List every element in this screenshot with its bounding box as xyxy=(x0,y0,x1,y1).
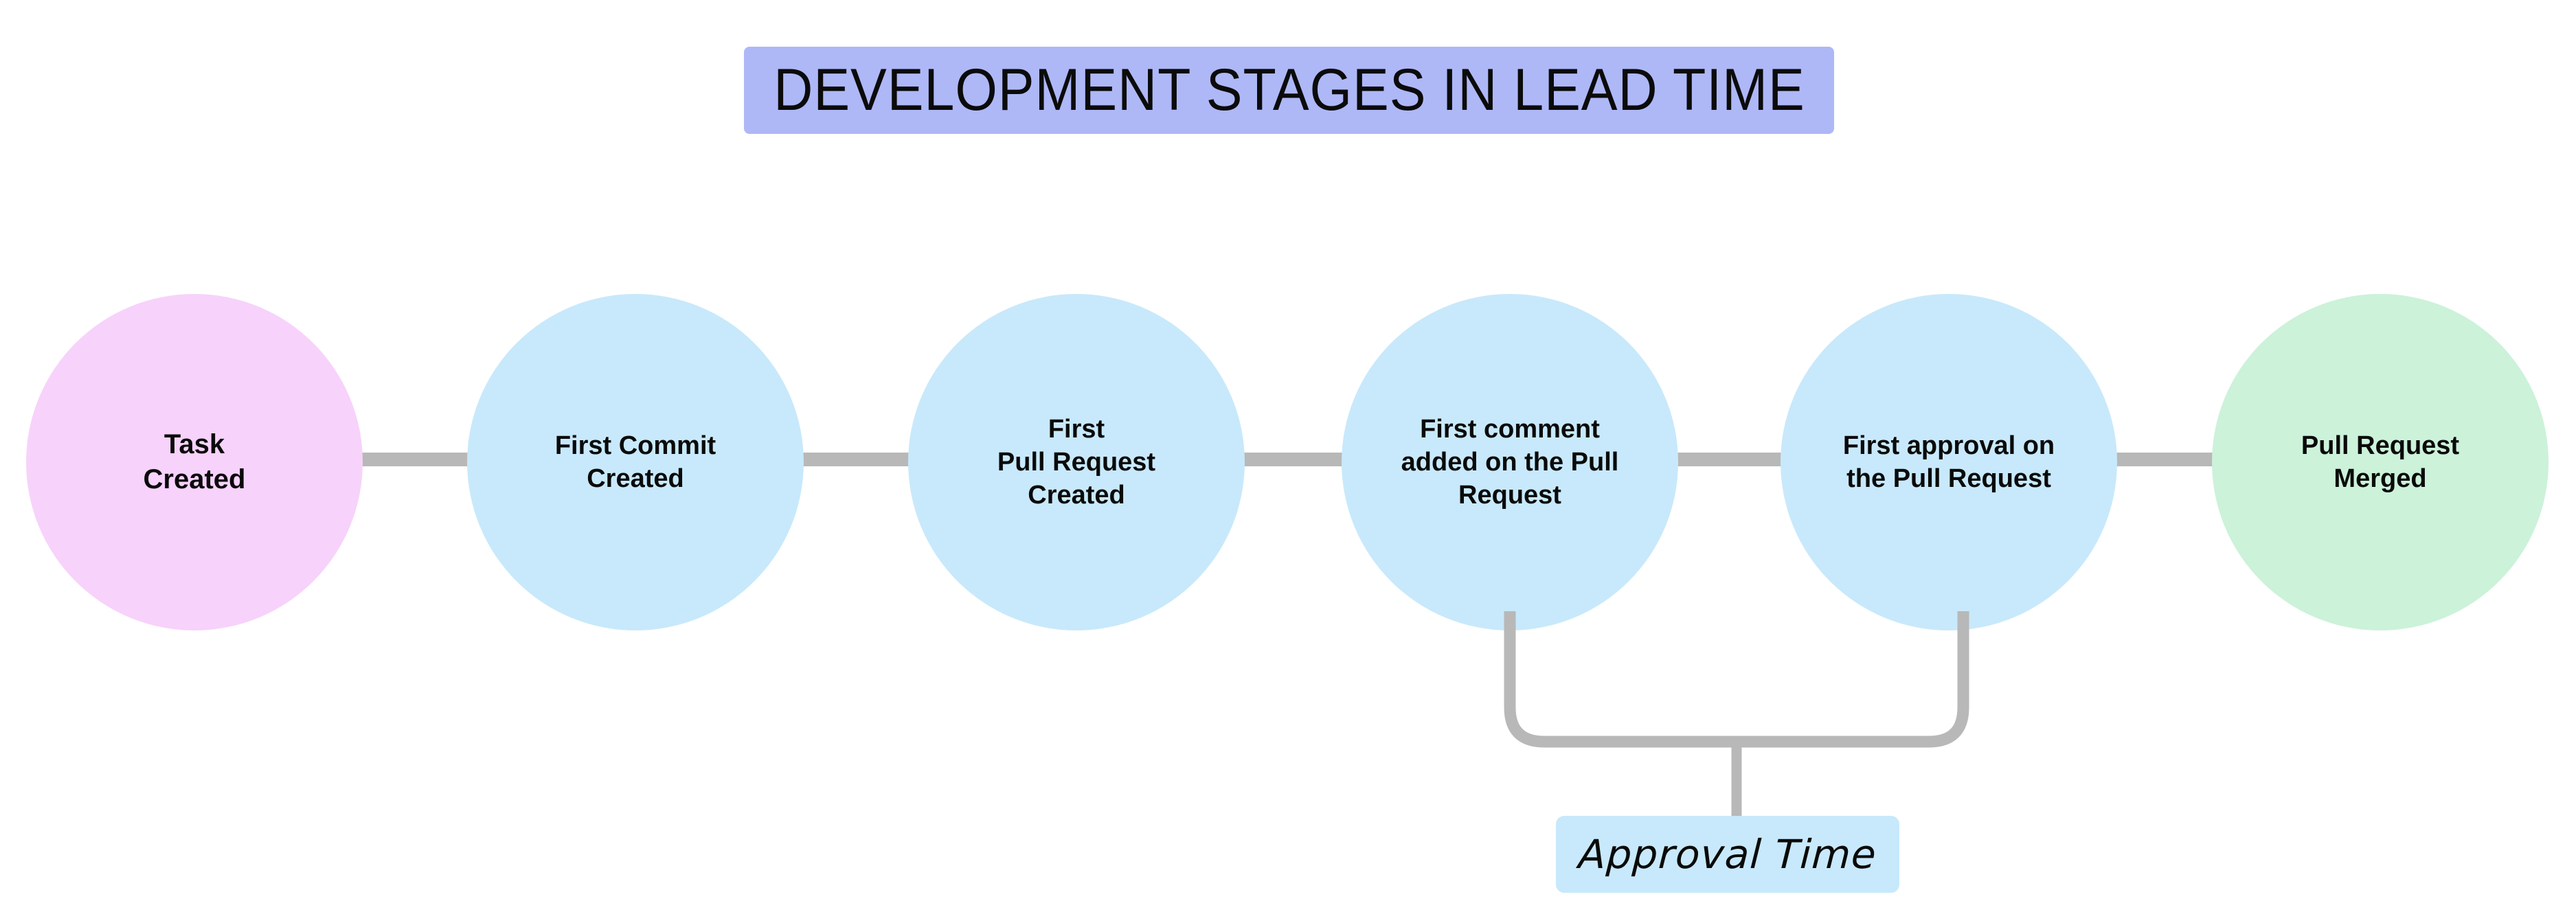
approval-time-bracket xyxy=(1504,611,1969,817)
stage-node-pull-request-merged[interactable]: Pull Request Merged xyxy=(2212,294,2549,630)
stage-label: Task Created xyxy=(143,429,246,494)
stage-label: Pull Request Merged xyxy=(2301,431,2460,493)
connector-stage-5-to-6 xyxy=(2097,453,2233,466)
approval-time-label: Approval Time xyxy=(1577,831,1878,878)
stage-label: First comment added on the Pull Request xyxy=(1401,414,1619,510)
diagram-title-banner: DEVELOPMENT STAGES IN LEAD TIME xyxy=(744,47,1834,134)
connector-stage-2-to-3 xyxy=(783,453,929,466)
stage-label: First Commit Created xyxy=(554,431,716,493)
connector-stage-1-to-2 xyxy=(342,453,488,466)
stage-node-task-created[interactable]: Task Created xyxy=(26,294,363,630)
stage-label: First Pull Request Created xyxy=(997,414,1156,510)
stage-label: First approval on the Pull Request xyxy=(1842,431,2055,493)
stage-node-first-pull-request-created[interactable]: First Pull Request Created xyxy=(908,294,1245,630)
bracket-path xyxy=(1504,611,1969,748)
connector-stage-4-to-5 xyxy=(1658,453,1801,466)
stage-node-first-approval[interactable]: First approval on the Pull Request xyxy=(1781,294,2117,630)
approval-time-label-box[interactable]: Approval Time xyxy=(1556,816,1899,893)
page-title: DEVELOPMENT STAGES IN LEAD TIME xyxy=(773,57,1805,123)
stage-node-first-comment-added[interactable]: First comment added on the Pull Request xyxy=(1342,294,1678,630)
stage-node-first-commit-created[interactable]: First Commit Created xyxy=(467,294,804,630)
connector-stage-3-to-4 xyxy=(1224,453,1362,466)
